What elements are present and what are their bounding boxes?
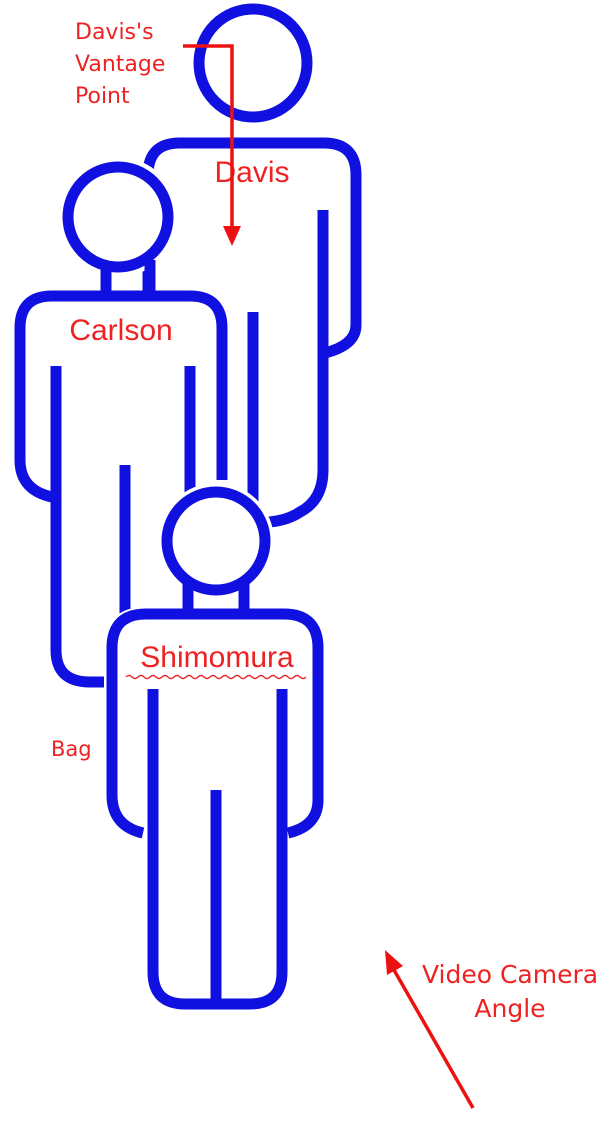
carlson-body [14,290,228,688]
carlson-head-mask [58,157,178,277]
camera-label-line-2: Angle [474,994,545,1023]
camera-angle-annotation: Video Camera Angle [385,950,606,1109]
camera-label-line-1: Video Camera [422,960,598,989]
davis-name: Davis [214,156,289,189]
vantage-label: Davis's Vantage Point [75,20,172,109]
vantage-arrow-head [223,226,241,246]
vantage-label-line-1: Davis's [75,20,154,45]
figure-davis: Davis [142,3,362,528]
bag-label: Bag [51,737,92,761]
davis-head [193,3,313,123]
figure-shimomura: Shimomura [106,486,324,1010]
camera-arrow-line [392,969,475,1109]
camera-arrow-head [385,950,403,975]
shimomura-name: Shimomura [140,641,294,674]
shimomura-head-mask [158,483,274,599]
vantage-point-annotation: Davis's Vantage Point [75,20,241,246]
vantage-label-line-2: Vantage [75,52,165,77]
shimomura-body [106,608,324,1010]
shimomura-head [161,486,271,596]
carlson-name: Carlson [69,314,172,347]
figure-carlson: Carlson [14,161,228,688]
camera-label: Video Camera Angle [422,960,606,1023]
carlson-head [62,161,174,273]
vantage-arrow-line [183,44,234,228]
vantage-label-line-3: Point [75,84,130,109]
shimomura-name-underline [125,674,307,680]
